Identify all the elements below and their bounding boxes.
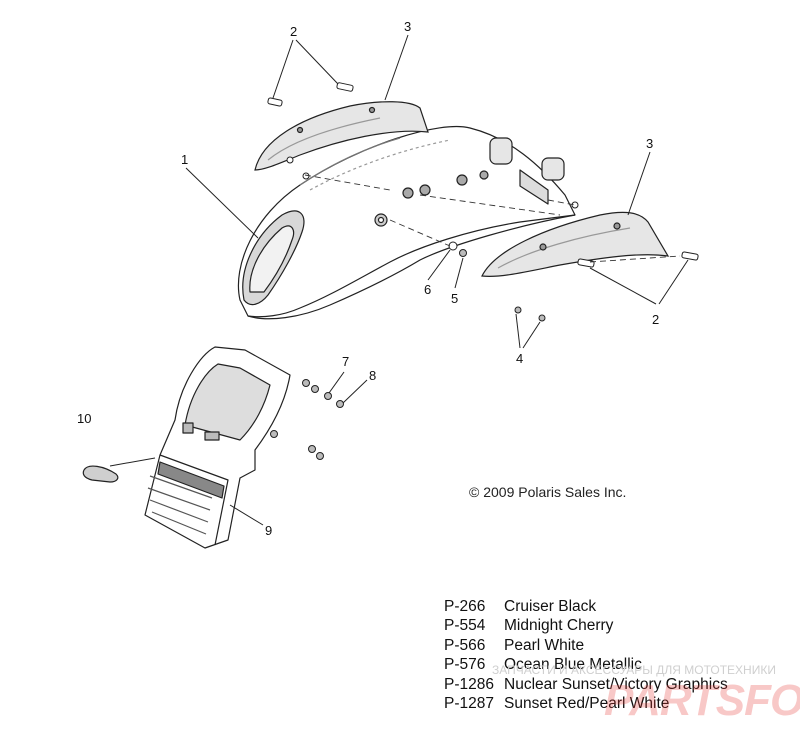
- callout-2-right: 2: [652, 312, 659, 327]
- callout-8: 8: [369, 368, 376, 383]
- watermark-logo: PARTSFOR.RU: [604, 676, 800, 725]
- fender-extension: [144, 346, 291, 549]
- left-side-rail: [254, 101, 429, 171]
- callout-2-top: 2: [290, 24, 297, 39]
- callout-3-top: 3: [404, 19, 411, 34]
- paint-option: P-566 Pearl White: [444, 636, 728, 655]
- callout-3-right: 3: [646, 136, 653, 151]
- paint-name: Pearl White: [504, 636, 585, 654]
- callout-6: 6: [424, 282, 431, 297]
- paint-name: Midnight Cherry: [504, 617, 614, 635]
- paint-code: P-554: [444, 617, 486, 635]
- callout-numbers: 1 2 3 3 2 4 5 6 7 8 9 10: [77, 19, 659, 538]
- callout-4: 4: [516, 351, 523, 366]
- reflector: [82, 465, 119, 483]
- paint-code: P-1286: [444, 675, 494, 693]
- callout-1: 1: [181, 152, 188, 167]
- copyright-notice: © 2009 Polaris Sales Inc.: [469, 484, 627, 500]
- paint-option: P-554 Midnight Cherry: [444, 616, 728, 635]
- paint-code: P-266: [444, 598, 486, 615]
- paint-name: Sunset Red/Pearl White: [504, 695, 670, 713]
- rear-fender: [237, 125, 576, 320]
- paint-option: P-1286 Nuclear Sunset/Victory Graphics: [444, 675, 728, 694]
- callout-10: 10: [77, 411, 91, 426]
- paint-name: Nuclear Sunset/Victory Graphics: [504, 675, 728, 693]
- paint-option: P-1287 Sunset Red/Pearl White: [444, 694, 728, 713]
- callout-9: 9: [265, 523, 272, 538]
- fasteners: [267, 82, 699, 460]
- watermark-text: ЗАПЧАСТИ И АКСЕССУАРЫ ДЛЯ МОТОТЕХНИКИ: [492, 663, 776, 677]
- right-side-rail: [481, 211, 670, 277]
- paint-code: P-566: [444, 636, 486, 654]
- callout-7: 7: [342, 354, 349, 369]
- paint-name: Cruiser Black: [504, 598, 597, 615]
- callout-5: 5: [451, 291, 458, 306]
- paint-option: P-576 Ocean Blue Metallic: [444, 655, 728, 674]
- paint-code: P-1287: [444, 695, 494, 713]
- paint-option: P-266 Cruiser Black: [444, 597, 728, 616]
- paint-name: Ocean Blue Metallic: [504, 656, 642, 674]
- leader-lines: [109, 34, 689, 526]
- assembly-lines: [304, 174, 681, 263]
- paint-code: P-576: [444, 656, 486, 674]
